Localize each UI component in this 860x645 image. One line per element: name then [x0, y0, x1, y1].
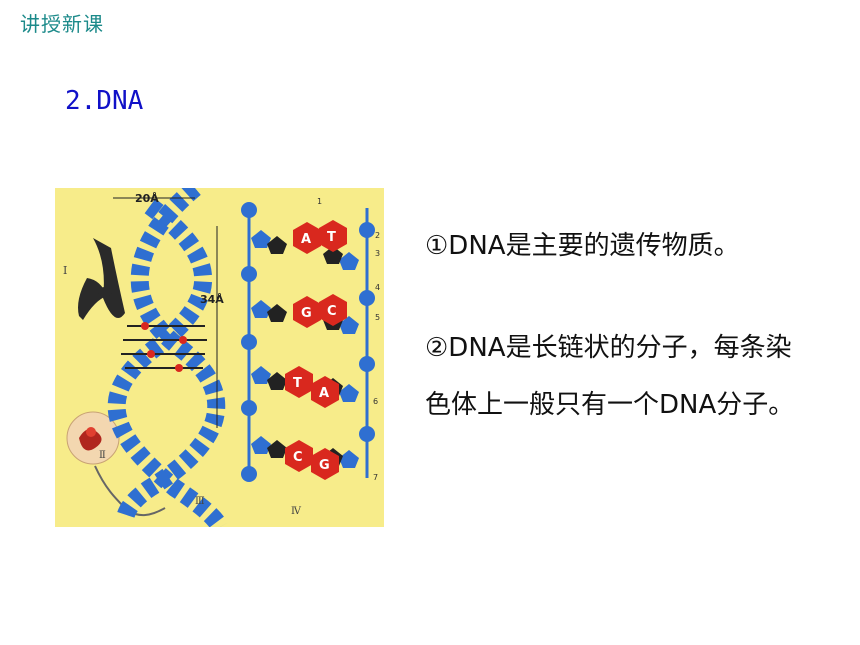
callout-5: 5 — [375, 313, 380, 322]
dna-ladder — [241, 202, 375, 482]
base-pair-1-left: A — [301, 232, 311, 247]
base-pair-1-right: T — [327, 230, 336, 245]
callout-1: 1 — [317, 197, 322, 206]
callout-4: 4 — [375, 283, 380, 292]
base-pair-4-left: C — [293, 450, 303, 465]
double-helix — [107, 181, 228, 532]
chromosome-illustration — [78, 238, 125, 320]
helix-base-pairs — [121, 322, 207, 372]
label-roman-3: Ⅲ — [195, 496, 205, 507]
point-2-text: ②DNA是长链状的分子，每条染色体上一般只有一个DNA分子。 — [425, 333, 795, 420]
label-roman-1: Ⅰ — [63, 264, 67, 277]
base-pair-3-left: T — [293, 376, 302, 391]
callout-6: 6 — [373, 397, 378, 406]
section-title: 2.DNA — [65, 86, 144, 116]
callout-3: 3 — [375, 249, 380, 258]
point-1-text: ①DNA是主要的遗传物质。 — [425, 231, 740, 261]
base-pair-2-left: G — [301, 306, 312, 321]
label-pitch: 34Å — [200, 293, 224, 306]
dna-diagram: Ⅰ Ⅱ Ⅲ 20Å 34Å — [55, 181, 384, 532]
base-pair-2-right: C — [327, 304, 337, 319]
dna-structure-figure: Ⅰ Ⅱ Ⅲ 20Å 34Å — [55, 181, 384, 532]
header-label: 讲授新课 — [20, 12, 104, 36]
base-pair-hexagons — [285, 220, 347, 480]
label-roman-2: Ⅱ — [99, 450, 106, 461]
label-roman-4: Ⅳ — [291, 506, 302, 517]
label-width: 20Å — [135, 192, 159, 205]
base-pair-3-right: A — [319, 386, 329, 401]
callout-2: 2 — [375, 231, 380, 240]
nucleus-illustration — [66, 411, 120, 465]
callout-7: 7 — [373, 473, 378, 482]
base-pair-4-right: G — [319, 458, 330, 473]
